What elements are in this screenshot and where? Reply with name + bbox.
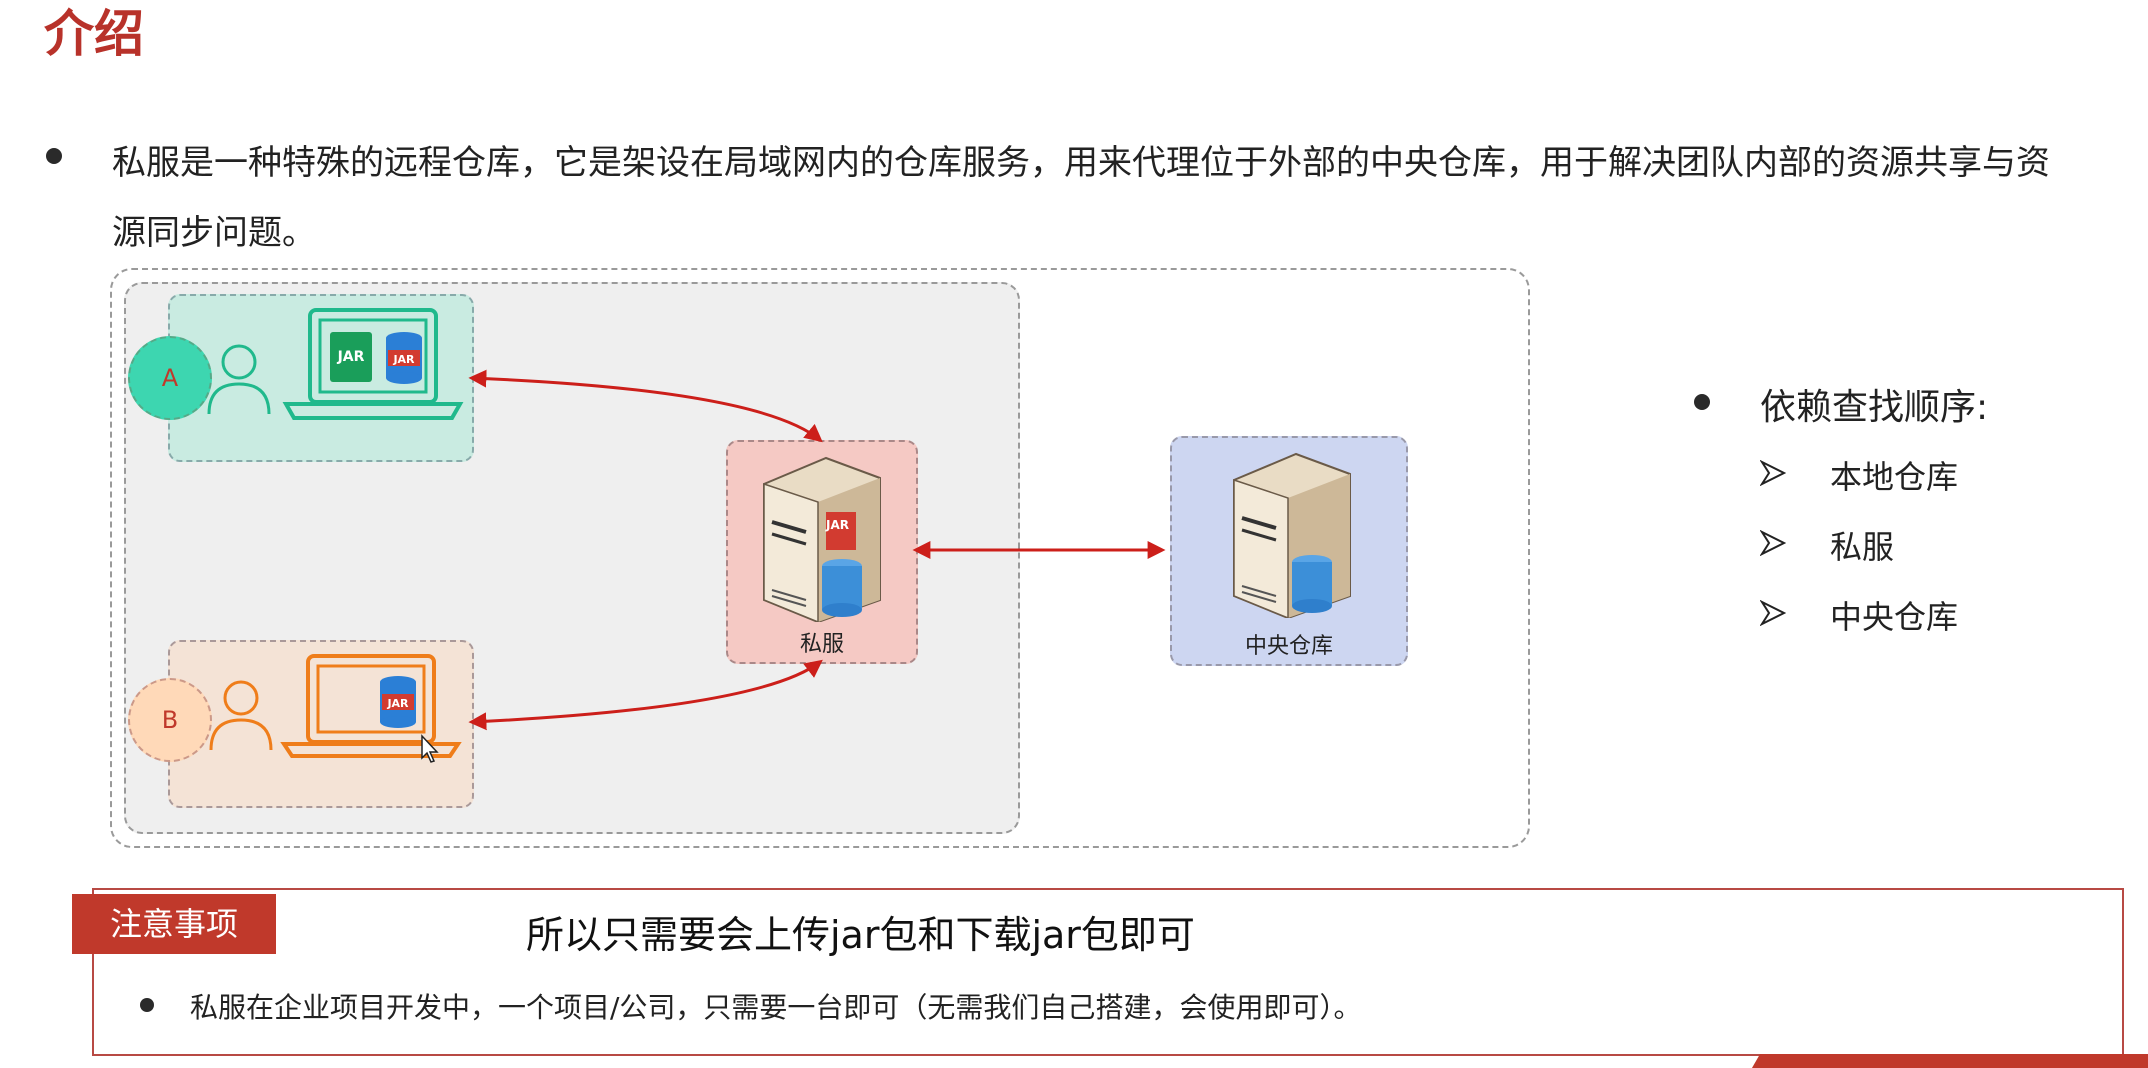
user-b-label: B (161, 706, 179, 734)
arrowhead-bullet-icon (1760, 460, 1786, 486)
arrow-b-to-private (468, 659, 823, 731)
intro-text: 私服是一种特殊的远程仓库，它是架设在局域网内的仓库服务，用来代理位于外部的中央仓… (112, 143, 2050, 253)
user-b-db-jar-label: JAR (386, 697, 409, 710)
note-headline: 所以只需要会上传jar包和下载jar包即可 (526, 913, 1195, 957)
user-a-badge: A (128, 336, 212, 420)
lookup-item-private: 私服 (1830, 528, 1895, 566)
note-box (92, 888, 2124, 1056)
note-bullet (140, 998, 154, 1012)
central-server-icon (1233, 452, 1351, 618)
note-tag: 注意事项 (72, 894, 276, 954)
note-text: 私服在企业项目开发中，一个项目/公司，只需要一台即可（无需我们自己搭建，会使用即… (190, 991, 1362, 1024)
bullet (46, 148, 62, 164)
arrowhead-bullet-icon (1760, 600, 1786, 626)
central-repo-box: 中央仓库 (1170, 436, 1408, 666)
private-server-icon (763, 456, 881, 622)
database-icon: JAR (386, 332, 422, 384)
db-jar-label: JAR (392, 353, 415, 366)
order-bullet (1694, 394, 1710, 410)
page-title: 介绍 (44, 5, 144, 63)
jar-label: JAR (337, 349, 365, 365)
private-server-box: JAR 私服 (726, 440, 918, 664)
user-b-badge: B (128, 678, 212, 762)
central-repo-label: 中央仓库 (1244, 634, 1333, 659)
lookup-item-local: 本地仓库 (1830, 458, 1959, 496)
lookup-order-title: 依赖查找顺序: (1760, 387, 1989, 428)
user-b-laptop-icon (280, 654, 462, 758)
private-server-label: 私服 (799, 632, 844, 657)
lookup-item-central: 中央仓库 (1830, 598, 1959, 636)
jar-file-icon: JAR (330, 332, 372, 382)
arrow-a-to-private (468, 369, 823, 443)
private-jar-label: JAR (826, 518, 849, 532)
corner-decoration (1751, 1054, 2148, 1068)
mouse-cursor-icon (421, 734, 439, 763)
user-a-person-icon (207, 344, 271, 415)
arrowhead-bullet-icon (1760, 530, 1786, 556)
user-a-laptop-icon (282, 308, 464, 420)
user-a-label: A (161, 364, 179, 392)
user-b-person-icon (209, 680, 273, 751)
user-b-database-icon: JAR (380, 676, 416, 728)
